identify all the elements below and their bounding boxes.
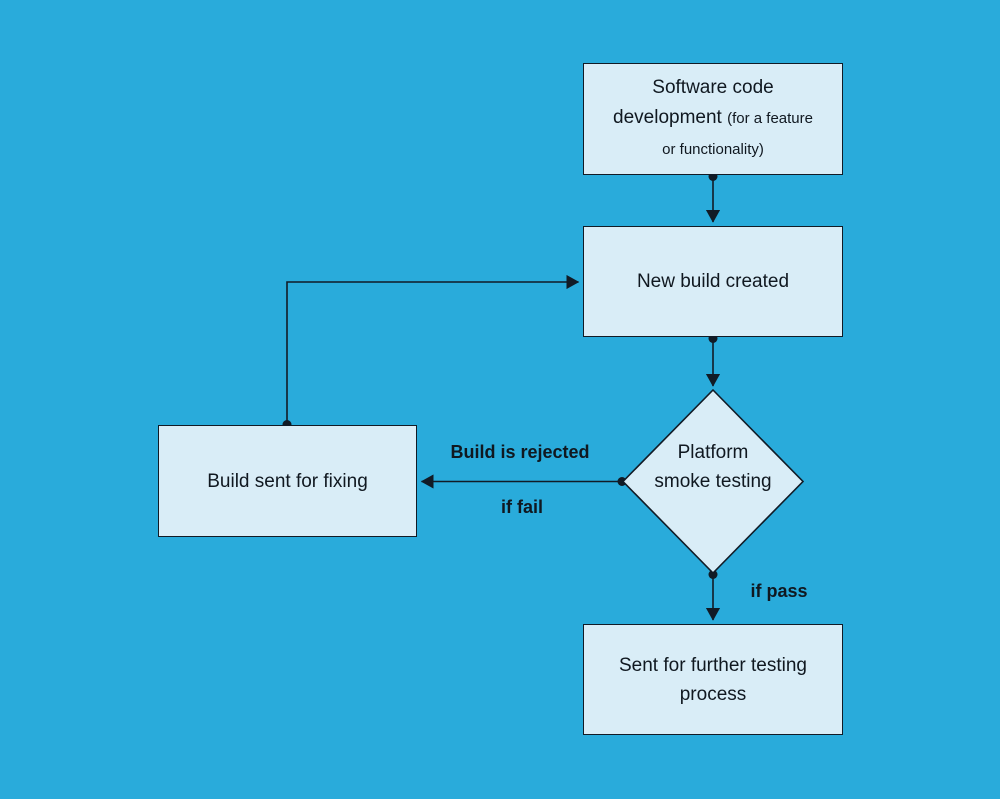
node-dev-subtitle: (for a feature or functionality) bbox=[662, 110, 813, 158]
edge-fixing-to-build-loop bbox=[286, 274, 580, 425]
edge-label-build-is-rejected: Build is rejected bbox=[450, 442, 590, 462]
node-new-build-created: New build created bbox=[583, 226, 843, 337]
node-new-build-created-label: New build created bbox=[636, 271, 790, 292]
edge-dot-smoke-bottom bbox=[708, 570, 718, 579]
node-sent-for-further-testing: Sent for further testing process bbox=[583, 624, 843, 735]
node-software-code-development: Software code development (for a feature… bbox=[583, 63, 843, 175]
node-build-sent-for-fixing: Build sent for fixing bbox=[158, 425, 417, 537]
decision-diamond-smoke-testing bbox=[621, 388, 805, 575]
edge-label-if-fail: if fail bbox=[500, 497, 543, 517]
edge-label-if-pass: if pass bbox=[750, 581, 808, 601]
node-sent-for-further-testing-label: Sent for further testing process bbox=[619, 654, 807, 705]
node-build-sent-for-fixing-label: Build sent for fixing bbox=[207, 470, 368, 492]
node-platform-smoke-testing-label: Platform smoke testing bbox=[654, 442, 772, 492]
node-software-code-development-label: Software code development (for a feature… bbox=[606, 73, 820, 165]
node-dev-title: Software code development bbox=[613, 77, 774, 128]
